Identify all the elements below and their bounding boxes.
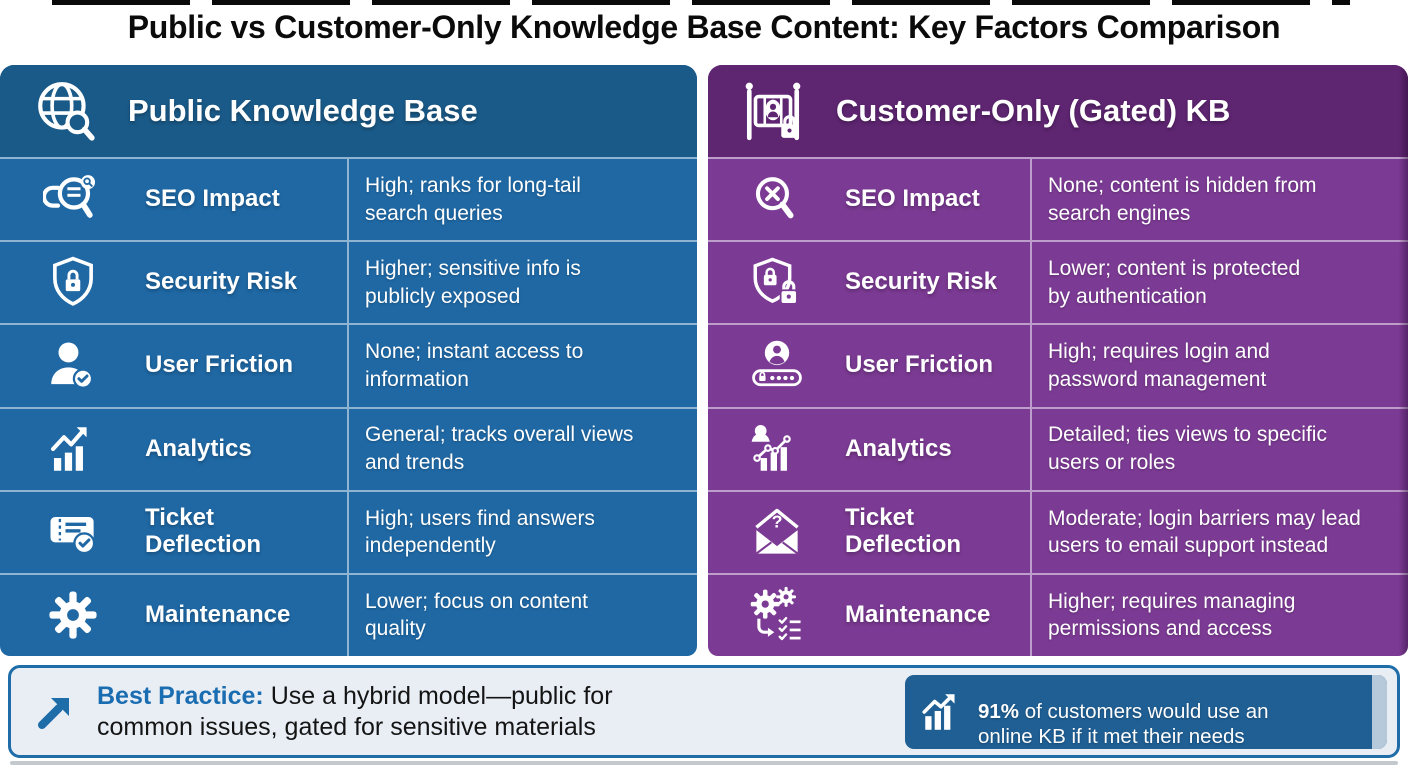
factor-label: Security Risk bbox=[845, 268, 998, 296]
table-row: Security Risk Lower; content is protecte… bbox=[708, 240, 1408, 324]
stat-body: of customers would use an online KB if i… bbox=[978, 699, 1269, 749]
gate-lock-icon bbox=[738, 78, 808, 144]
factor-description: Higher; sensitive info is publicly expos… bbox=[347, 242, 697, 324]
table-row: Maintenance Lower; focus on content qual… bbox=[0, 572, 697, 656]
trend-arrow-icon bbox=[31, 688, 79, 736]
factor-description: Higher; requires managing permissions an… bbox=[1030, 574, 1408, 656]
stat-callout: 91% of customers would use an online KB … bbox=[905, 674, 1387, 749]
cropped-text-edge bbox=[52, 0, 1350, 5]
factor-label: Ticket Deflection bbox=[845, 504, 962, 559]
table-row: SEO Impact High; ranks for long-tail sea… bbox=[0, 157, 697, 241]
table-row: Security Risk Higher; sensitive info is … bbox=[0, 240, 697, 324]
svg-text:?: ? bbox=[771, 512, 782, 532]
search-x-icon bbox=[708, 171, 845, 229]
user-password-icon bbox=[708, 336, 845, 396]
user-check-icon bbox=[0, 337, 145, 395]
bar-chart-arrow-icon bbox=[0, 420, 145, 478]
factor-description: Lower; focus on content quality bbox=[347, 574, 697, 656]
stat-highlight: 91% bbox=[978, 699, 1020, 723]
table-row: User Friction High; requires login and p… bbox=[708, 323, 1408, 407]
factor-label: Ticket Deflection bbox=[145, 504, 262, 559]
factor-description: Lower; content is protected by authentic… bbox=[1030, 242, 1408, 324]
factor-label: Maintenance bbox=[145, 601, 291, 628]
stat-text: 91% of customers would use an online KB … bbox=[978, 675, 1269, 749]
gated-kb-header: Customer-Only (Gated) KB bbox=[708, 65, 1408, 157]
user-chart-icon bbox=[708, 420, 845, 478]
page-title: Public vs Customer-Only Knowledge Base C… bbox=[127, 9, 1281, 45]
search-link-icon bbox=[0, 170, 145, 230]
table-row: SEO Impact None; content is hidden from … bbox=[708, 157, 1408, 241]
factor-label: User Friction bbox=[145, 351, 294, 379]
gated-kb-title: Customer-Only (Gated) KB bbox=[836, 93, 1231, 128]
mail-question-icon: ? bbox=[708, 502, 845, 562]
gears-checklist-icon bbox=[708, 586, 845, 644]
factor-label: Security Risk bbox=[145, 268, 298, 296]
factor-label: Maintenance bbox=[845, 601, 991, 628]
gated-kb-panel: Customer-Only (Gated) KB SEO Impact None… bbox=[708, 65, 1408, 656]
factor-label: Analytics bbox=[845, 434, 952, 462]
public-kb-title: Public Knowledge Base bbox=[128, 93, 478, 128]
table-row: User Friction None; instant access to in… bbox=[0, 323, 697, 407]
best-practice-text: Best Practice: Use a hybrid model—public… bbox=[97, 681, 613, 743]
globe-search-icon bbox=[30, 78, 100, 144]
table-row: Maintenance Higher; requires managing pe… bbox=[708, 572, 1408, 656]
page-bottom-edge bbox=[10, 761, 1398, 765]
factor-description: High; ranks for long-tail search queries bbox=[347, 159, 697, 241]
factor-description: None; instant access to information bbox=[347, 325, 697, 407]
table-row: Analytics Detailed; ties views to specif… bbox=[708, 406, 1408, 490]
factor-description: General; tracks overall views and trends bbox=[347, 408, 697, 490]
growth-chart-icon bbox=[919, 691, 965, 733]
best-practice-banner: Best Practice: Use a hybrid model—public… bbox=[8, 665, 1400, 758]
table-row: ? Ticket Deflection Moderate; login barr… bbox=[708, 489, 1408, 573]
public-kb-panel: Public Knowledge Base SEO Impact High; r… bbox=[0, 65, 697, 656]
factor-label: Analytics bbox=[145, 434, 252, 462]
factor-label: SEO Impact bbox=[845, 185, 980, 213]
public-kb-header: Public Knowledge Base bbox=[0, 65, 697, 157]
factor-description: High; users find answers independently bbox=[347, 491, 697, 573]
gear-icon bbox=[0, 586, 145, 644]
factor-label: User Friction bbox=[845, 351, 994, 379]
factor-description: Moderate; login barriers may lead users … bbox=[1030, 491, 1408, 573]
table-row: Ticket Deflection High; users find answe… bbox=[0, 489, 697, 573]
shield-lock-icon bbox=[0, 254, 145, 312]
ticket-check-icon bbox=[0, 502, 145, 562]
table-row: Analytics General; tracks overall views … bbox=[0, 406, 697, 490]
shield-double-lock-icon bbox=[708, 254, 845, 312]
factor-description: None; content is hidden from search engi… bbox=[1030, 159, 1408, 241]
best-practice-body: Use a hybrid model—public for common iss… bbox=[97, 681, 613, 741]
best-practice-label: Best Practice: bbox=[97, 681, 264, 710]
factor-label: SEO Impact bbox=[145, 185, 280, 213]
factor-description: High; requires login and password manage… bbox=[1030, 325, 1408, 407]
factor-description: Detailed; ties views to specific users o… bbox=[1030, 408, 1408, 490]
